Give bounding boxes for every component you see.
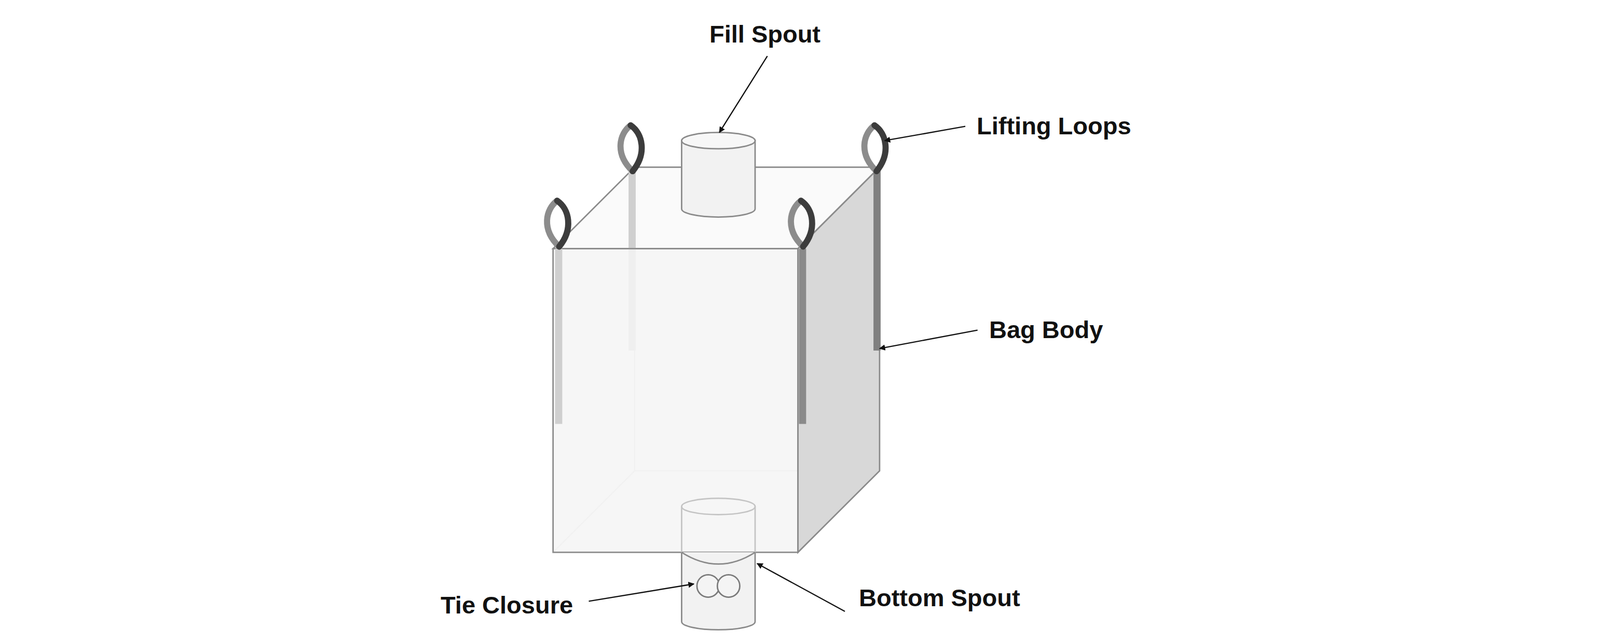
bag-side-face [798, 167, 880, 553]
label-text: Lifting Loops [976, 112, 1132, 141]
label-text: Bag Body [989, 316, 1103, 345]
label-text: Tie Closure [440, 591, 573, 620]
bag-front-face [553, 248, 799, 553]
lifting-strap [873, 167, 881, 351]
fill-spout [681, 132, 756, 217]
leader-lines [588, 56, 978, 612]
bag-hidden-edges [553, 167, 880, 553]
lifting-strap [555, 248, 563, 425]
lifting-loops [546, 125, 886, 248]
label-text: Bottom Spout [858, 584, 1021, 613]
label-text: Fill Spout [709, 20, 821, 49]
tie-closure [696, 575, 741, 598]
lifting-strap [799, 248, 807, 425]
bottom-spout [681, 498, 756, 631]
